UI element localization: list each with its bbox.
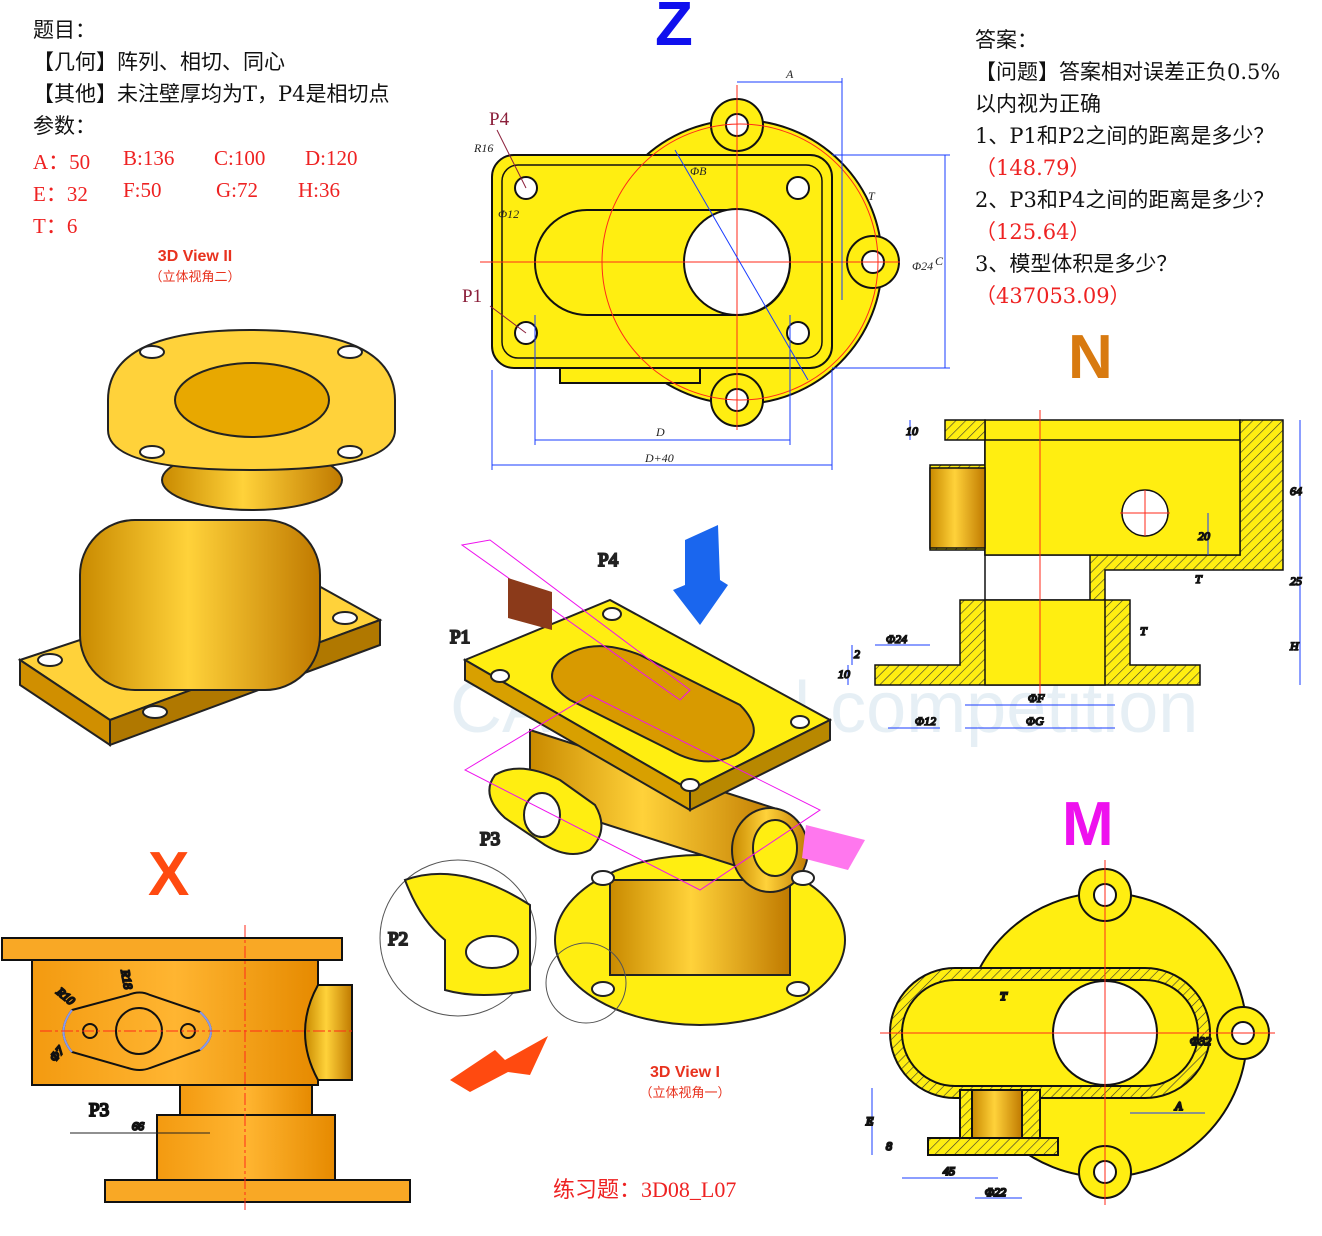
dim-n-10b: 10	[838, 667, 850, 681]
dim-c: C	[935, 254, 944, 268]
answer-note-1: 【问题】答案相对误差正负0.5%	[975, 60, 1281, 84]
point-label-p2: P2	[388, 929, 408, 950]
dim-n-phi24: Φ24	[886, 632, 907, 646]
answer-2: （125.64）	[975, 220, 1091, 244]
dim-n-h: H	[1289, 639, 1300, 653]
question-2: 2、P3和P4之间的距离是多少？	[975, 188, 1275, 212]
top-view-dimensions: A ΦB C D D+40 Φ24 R16 Φ12 T P4 P1	[462, 67, 944, 465]
dim-m-phi22: Φ22	[985, 1185, 1006, 1199]
param-g: G:72	[216, 178, 258, 202]
arrow-z-icon	[673, 525, 728, 625]
view1-caption: 3D View I （立体视角一）	[610, 1064, 760, 1101]
view-x: 66 R18 R10 Φ7 P3	[1, 925, 411, 1210]
view2-caption: 3D View II （立体视角二）	[120, 248, 270, 285]
dim-m-8: 8	[886, 1139, 892, 1153]
view-letter-m: M	[1062, 790, 1114, 859]
param-e: E：32	[33, 182, 88, 206]
dim-x-66: 66	[132, 1119, 144, 1133]
dim-phi-b: ΦB	[690, 164, 707, 178]
point-label-p4: P4	[489, 109, 510, 130]
dim-n-20: 20	[1198, 529, 1210, 543]
dim-d: D	[655, 425, 665, 439]
dim-n-10: 10	[906, 424, 918, 438]
exercise-title: 练习题：3D08_L07	[553, 1177, 737, 1202]
param-a: A：50	[33, 150, 91, 174]
dim-t: T	[868, 189, 876, 203]
dim-n-64: 64	[1290, 484, 1302, 498]
arrow-m-icon	[802, 825, 865, 870]
dim-m-a: A	[1174, 1099, 1183, 1113]
view-m: T Φ32 A E 8 45 Φ22	[864, 860, 1275, 1205]
section-view-n: 10 64 20 25 T T H Φ24 2 10 ΦF ΦG Φ12	[837, 410, 1303, 729]
answer-1: （148.79）	[975, 156, 1091, 180]
point-label-p1-3d: P1	[450, 627, 470, 648]
dim-n-phi12: Φ12	[915, 714, 936, 728]
dim-x-r18: R18	[118, 968, 135, 990]
view2-subtitle: （立体视角二）	[149, 269, 241, 284]
dim-m-45: 45	[943, 1164, 955, 1178]
point-label-p1: P1	[462, 286, 482, 307]
answer-note-2: 以内视为正确	[975, 92, 1101, 116]
view-arrows	[450, 525, 865, 1092]
question-heading: 题目：	[33, 18, 96, 42]
view-letter-n: N	[1068, 323, 1113, 392]
dim-m-e: E	[865, 1114, 874, 1128]
dim-n-25: 25	[1290, 574, 1302, 588]
arrow-x-icon	[450, 1036, 548, 1092]
point-label-p3-x: P3	[89, 1100, 109, 1121]
3d-view-2	[17, 328, 396, 747]
param-t: T：6	[33, 214, 78, 238]
dim-n-phi-g: ΦG	[1026, 714, 1044, 728]
top-view-z	[480, 78, 950, 470]
param-f: F:50	[123, 178, 162, 202]
point-label-p3-3d: P3	[480, 829, 500, 850]
answer-heading: 答案：	[975, 28, 1038, 52]
question-3: 3、模型体积是多少？	[975, 252, 1178, 276]
params-heading: 参数：	[33, 114, 96, 138]
geometry-note: 【几何】阵列、相切、同心	[33, 50, 285, 74]
view1-title: 3D View I	[650, 1064, 720, 1081]
view-letter-x: X	[148, 840, 189, 909]
dim-n-2: 2	[854, 647, 860, 661]
arrow-n-icon	[508, 578, 552, 630]
dim-n-t1: T	[1195, 572, 1203, 586]
dim-n-t2: T	[1140, 624, 1148, 638]
3d-view-1: P4 P1 P3 P2	[379, 525, 865, 1092]
dim-phi-12: Φ12	[498, 207, 519, 221]
view2-title: 3D View II	[157, 248, 233, 265]
param-h: H:36	[298, 178, 340, 202]
view-letter-z: Z	[655, 0, 693, 59]
param-b: B:136	[123, 146, 175, 170]
point-label-p4-3d: P4	[598, 550, 619, 571]
question-1: 1、P1和P2之间的距离是多少？	[975, 124, 1275, 148]
dim-d-plus-40: D+40	[644, 451, 674, 465]
other-note: 【其他】未注壁厚均为T，P4是相切点	[33, 82, 390, 106]
param-c: C:100	[214, 146, 266, 170]
dim-phi-24: Φ24	[912, 259, 933, 273]
dim-r16: R16	[473, 141, 493, 155]
param-d: D:120	[305, 146, 358, 170]
dim-m-phi32: Φ32	[1190, 1034, 1211, 1048]
dim-m-t: T	[1000, 989, 1008, 1003]
dim-n-phi-f: ΦF	[1028, 691, 1045, 705]
view1-subtitle: （立体视角一）	[639, 1085, 731, 1100]
answer-3: （437053.09）	[975, 284, 1131, 308]
dim-a: A	[785, 67, 794, 81]
